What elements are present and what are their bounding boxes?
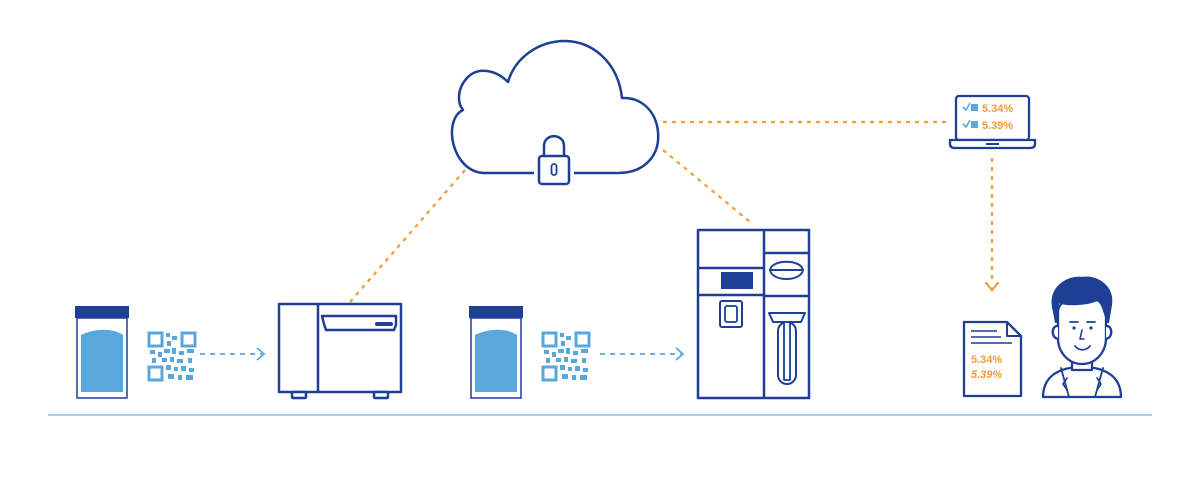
document-icon: 5.34% 5.39% — [962, 320, 1023, 398]
sample-container-icon — [75, 306, 129, 399]
qr-code-icon — [541, 331, 591, 382]
qr-code-icon — [147, 331, 197, 382]
chevron-down-icon — [984, 281, 1000, 292]
report-value-1: 5.34% — [971, 354, 1002, 366]
checkmark-icon — [962, 119, 971, 129]
report-value-2: 5.39% — [971, 369, 1002, 381]
cloud-to-analyzer-connector — [662, 149, 751, 223]
arrow-right-icon — [200, 347, 266, 361]
analyzer-display — [721, 272, 753, 289]
analyzer-instrument-icon — [696, 228, 811, 400]
checkbox-icon — [971, 121, 978, 128]
arrow-right-icon — [600, 347, 685, 361]
laptop-value-2: 5.39% — [982, 120, 1013, 132]
cloud-lock-icon — [450, 39, 660, 188]
oven-handle — [375, 322, 393, 326]
user-avatar-icon — [1041, 276, 1123, 399]
sample-container-icon — [469, 306, 523, 399]
checkmark-icon — [962, 102, 971, 112]
drying-oven-icon — [277, 302, 403, 400]
laptop-value-1: 5.34% — [982, 103, 1013, 115]
cloud-connections — [349, 120, 994, 303]
cloud-to-oven-connector — [349, 169, 466, 303]
laptop-icon: 5.34% 5.39% — [948, 94, 1037, 150]
checkbox-icon — [971, 104, 978, 111]
